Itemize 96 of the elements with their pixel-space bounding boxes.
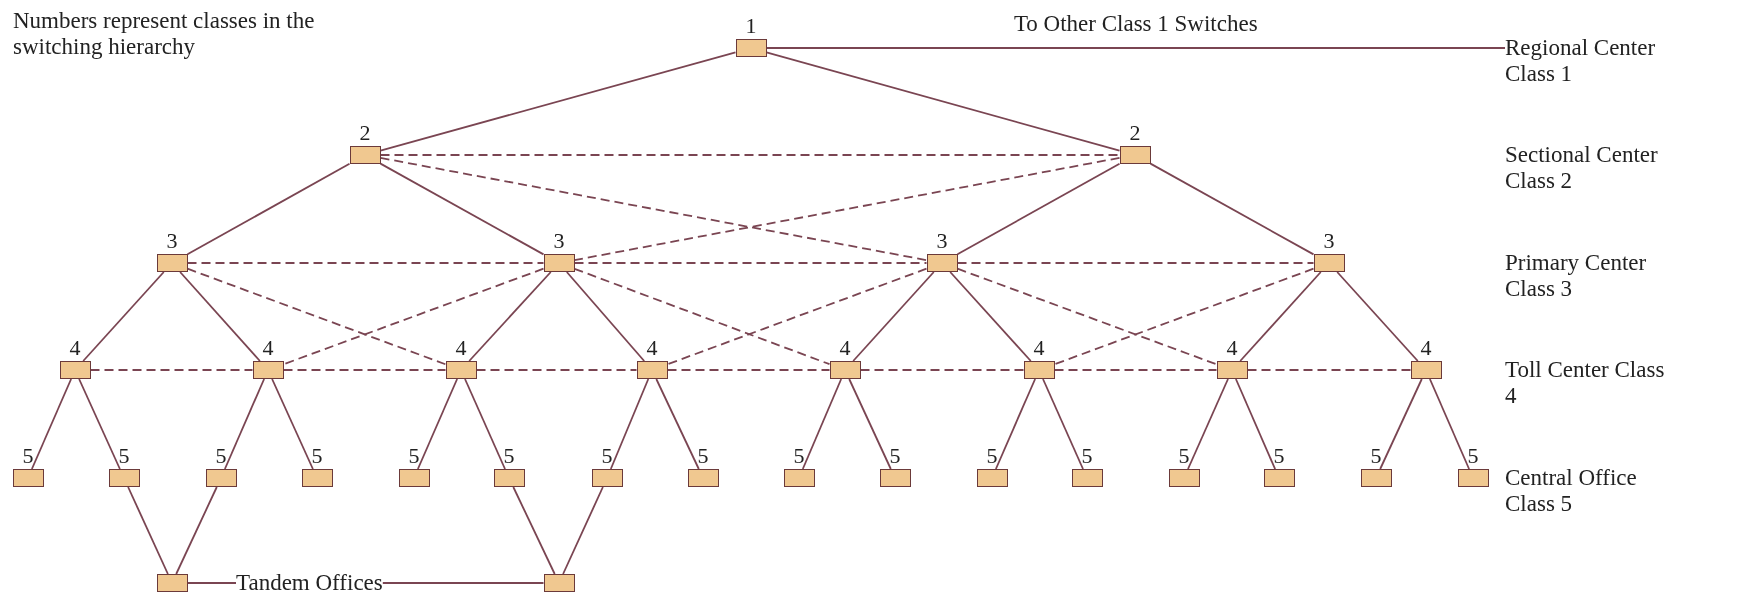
connector-line: [468, 271, 552, 362]
connector-line: [995, 378, 1036, 470]
connector-line: [1429, 378, 1470, 470]
connector-line: [464, 378, 506, 470]
dashed-connector: [1053, 369, 1218, 371]
connector-line: [562, 486, 604, 575]
connector-line: [852, 271, 935, 362]
class-number: 5: [1272, 445, 1286, 467]
class-number: 4: [68, 337, 82, 359]
class-number: 5: [407, 445, 421, 467]
class-number: 5: [502, 445, 516, 467]
connector-line: [1042, 378, 1084, 470]
class-number: 5: [21, 445, 35, 467]
class-number: 3: [552, 230, 566, 252]
connector-line: [956, 162, 1121, 256]
dashed-connector: [956, 262, 1315, 264]
connector-line: [765, 51, 1121, 152]
connector-line: [78, 378, 121, 470]
class-number: 2: [358, 122, 372, 144]
dashed-connector: [859, 369, 1025, 371]
class-number: 5: [1466, 445, 1480, 467]
connector-line: [82, 271, 165, 362]
level-name: Central Office Class 5: [1505, 465, 1638, 517]
class-number: 4: [1419, 337, 1433, 359]
connector-line: [1379, 378, 1423, 470]
connector-line: [512, 486, 556, 575]
connector-line: [179, 271, 261, 362]
connector-line: [1187, 378, 1229, 470]
switch-box: [543, 574, 575, 592]
dashed-connector: [379, 154, 1121, 156]
class-number: 4: [454, 337, 468, 359]
connector-line: [127, 486, 169, 575]
level-name: Regional Center Class 1: [1505, 35, 1680, 87]
class-number: 5: [888, 445, 902, 467]
connector-line: [609, 378, 650, 470]
connector-line: [379, 51, 737, 152]
dashed-connector: [282, 369, 447, 371]
connector-line: [175, 486, 218, 575]
connector-line: [848, 378, 892, 470]
class-number: 4: [261, 337, 275, 359]
class-number: 1: [744, 15, 758, 37]
class-number: 5: [792, 445, 806, 467]
level-name: Primary Center Class 3: [1505, 250, 1648, 302]
dashed-connector: [573, 267, 831, 366]
dashed-connector: [379, 157, 928, 261]
class-number: 5: [696, 445, 710, 467]
class-number: 5: [600, 445, 614, 467]
class-number: 4: [1032, 337, 1046, 359]
connector-line: [186, 162, 351, 256]
class-number: 3: [935, 230, 949, 252]
connector-line: [655, 378, 700, 470]
class-number: 3: [1322, 230, 1336, 252]
dashed-connector: [1246, 369, 1412, 371]
class-number: 4: [645, 337, 659, 359]
class-number: 5: [1177, 445, 1191, 467]
switch-box: [156, 574, 188, 592]
dashed-connector: [186, 267, 447, 366]
level-name: Tandem Offices: [236, 570, 383, 596]
connector-line: [1235, 378, 1276, 470]
connector-line: [1239, 271, 1322, 362]
dashed-connector: [186, 262, 545, 264]
dashed-connector: [666, 369, 831, 371]
class-number: 4: [838, 337, 852, 359]
connector-line: [224, 378, 265, 470]
connector-line: [1149, 162, 1315, 256]
note-text: Numbers represent classes in the switching hierarchy: [13, 8, 316, 60]
dashed-connector: [1053, 267, 1315, 366]
dashed-connector: [89, 369, 254, 371]
dashed-connector: [666, 267, 928, 366]
connector-line: [379, 162, 545, 256]
dashed-connector: [573, 157, 1121, 261]
level-name: Sectional Center Class 2: [1505, 142, 1659, 194]
level-name: Toll Center Class 4: [1505, 357, 1666, 409]
class-number: 5: [1369, 445, 1383, 467]
connector-line: [31, 378, 72, 470]
class-number: 5: [310, 445, 324, 467]
connector-line: [949, 271, 1032, 362]
connector-line: [1336, 271, 1419, 362]
connector-line: [271, 378, 314, 470]
dashed-connector: [573, 262, 928, 264]
dashed-connector: [282, 267, 545, 366]
connector-line: [417, 378, 458, 470]
connector-line: [186, 582, 237, 584]
class-number: 5: [214, 445, 228, 467]
class-number: 5: [1080, 445, 1094, 467]
connector-line: [801, 378, 843, 470]
connector-line: [765, 47, 1506, 49]
connector-line: [381, 582, 545, 584]
class-number: 2: [1128, 122, 1142, 144]
class-number: 3: [165, 230, 179, 252]
class-number: 5: [117, 445, 131, 467]
class-number: 4: [1225, 337, 1239, 359]
dashed-connector: [475, 369, 638, 371]
class-number: 5: [985, 445, 999, 467]
connector-line: [565, 271, 646, 362]
dashed-connector: [956, 267, 1218, 366]
